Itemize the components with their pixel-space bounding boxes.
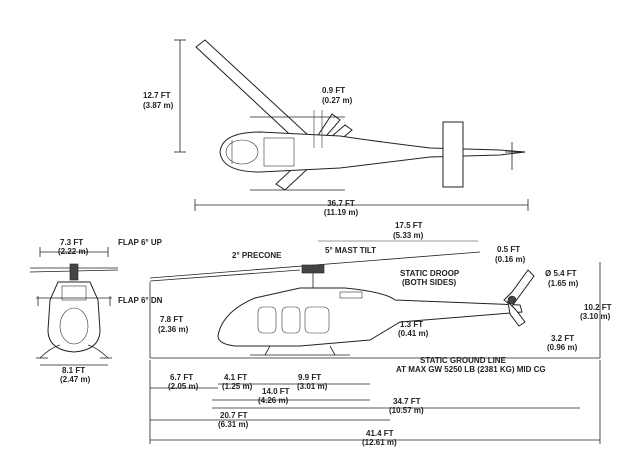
- skid-ft-label: 1.3 FT: [400, 320, 423, 329]
- precone-label: 2° PRECONE: [232, 251, 282, 260]
- rotor-ft-label: 17.5 FT: [395, 221, 423, 230]
- front-stab-ft-label: 7.3 FT: [60, 238, 83, 247]
- front-view: 7.3 FT (2.22 m) FLAP 6° UP FLAP 6° DN 8.…: [29, 238, 163, 384]
- flap-dn-label: FLAP 6° DN: [118, 296, 163, 305]
- ground-line-label: STATIC GROUND LINE: [420, 356, 507, 365]
- ground-weight-label: AT MAX GW 5250 LB (2381 KG) MID CG: [396, 365, 546, 374]
- droop-ft-label: 0.5 FT: [497, 245, 520, 254]
- top-offset-ft-label: 0.9 FT: [322, 86, 345, 95]
- static-droop-label: STATIC DROOP: [400, 269, 460, 278]
- dim-6-ft: 20.7 FT: [220, 411, 248, 420]
- mast-tilt-label: 5° MAST TILT: [325, 246, 376, 255]
- cabin-ft-label: 7.8 FT: [160, 315, 183, 324]
- side-height-m-label: (3.10 m): [580, 312, 611, 321]
- dim-2-ft: 4.1 FT: [224, 373, 247, 382]
- tail-m-label: (0.96 m): [547, 343, 578, 352]
- rotor-m-label: (5.33 m): [393, 231, 424, 240]
- dim-7-m: (12.61 m): [362, 438, 397, 447]
- front-tread-ft-label: 8.1 FT: [62, 366, 85, 375]
- dim-5-m: (10.57 m): [389, 406, 424, 415]
- front-tread-m-label: (2.47 m): [60, 375, 91, 384]
- tail-rotor-m-label: (1.65 m): [548, 279, 579, 288]
- dim-1-ft: 6.7 FT: [170, 373, 193, 382]
- top-height-ft-label: 12.7 FT: [143, 91, 171, 100]
- side-height-ft-label: 10.2 FT: [584, 303, 612, 312]
- front-view-fuselage: [47, 281, 101, 353]
- both-sides-label: (BOTH SIDES): [402, 278, 457, 287]
- top-view-fuselage: [219, 131, 526, 173]
- front-stab-m-label: (2.22 m): [58, 247, 89, 256]
- dim-4-m: (4.26 m): [258, 396, 289, 405]
- dim-4-ft: 14.0 FT: [262, 387, 290, 396]
- side-view-fuselage: [217, 287, 523, 347]
- dim-7-ft: 41.4 FT: [366, 429, 394, 438]
- cabin-m-label: (2.36 m): [158, 325, 189, 334]
- flap-up-label: FLAP 6° UP: [118, 238, 163, 247]
- dim-2-m: (1.25 m): [222, 382, 253, 391]
- top-length-ft-label: 36.7 FT: [327, 199, 355, 208]
- top-length-m-label: (11.19 m): [324, 208, 359, 217]
- top-offset-m-label: (0.27 m): [322, 96, 353, 105]
- side-view: 2° PRECONE 5° MAST TILT 17.5 FT (5.33 m)…: [149, 221, 612, 374]
- top-view-stabilizer: [442, 121, 464, 188]
- bottom-dimensions: 6.7 FT (2.05 m) 4.1 FT (1.25 m) 9.9 FT (…: [149, 360, 601, 447]
- top-view: 12.7 FT (3.87 m) 0.9 FT (0.27 m) 36.7 FT…: [143, 39, 529, 217]
- dim-1-m: (2.05 m): [168, 382, 199, 391]
- top-height-m-label: (3.87 m): [143, 101, 174, 110]
- droop-m-label: (0.16 m): [495, 255, 526, 264]
- dim-3-ft: 9.9 FT: [298, 373, 321, 382]
- tail-rotor-ft-label: Ø 5.4 FT: [545, 269, 577, 278]
- side-tail-rotor: [503, 269, 535, 327]
- skid-m-label: (0.41 m): [398, 329, 429, 338]
- tail-ft-label: 3.2 FT: [551, 334, 574, 343]
- dim-5-ft: 34.7 FT: [393, 397, 421, 406]
- dim-3-m: (3.01 m): [297, 382, 328, 391]
- dim-6-m: (6.31 m): [218, 420, 249, 429]
